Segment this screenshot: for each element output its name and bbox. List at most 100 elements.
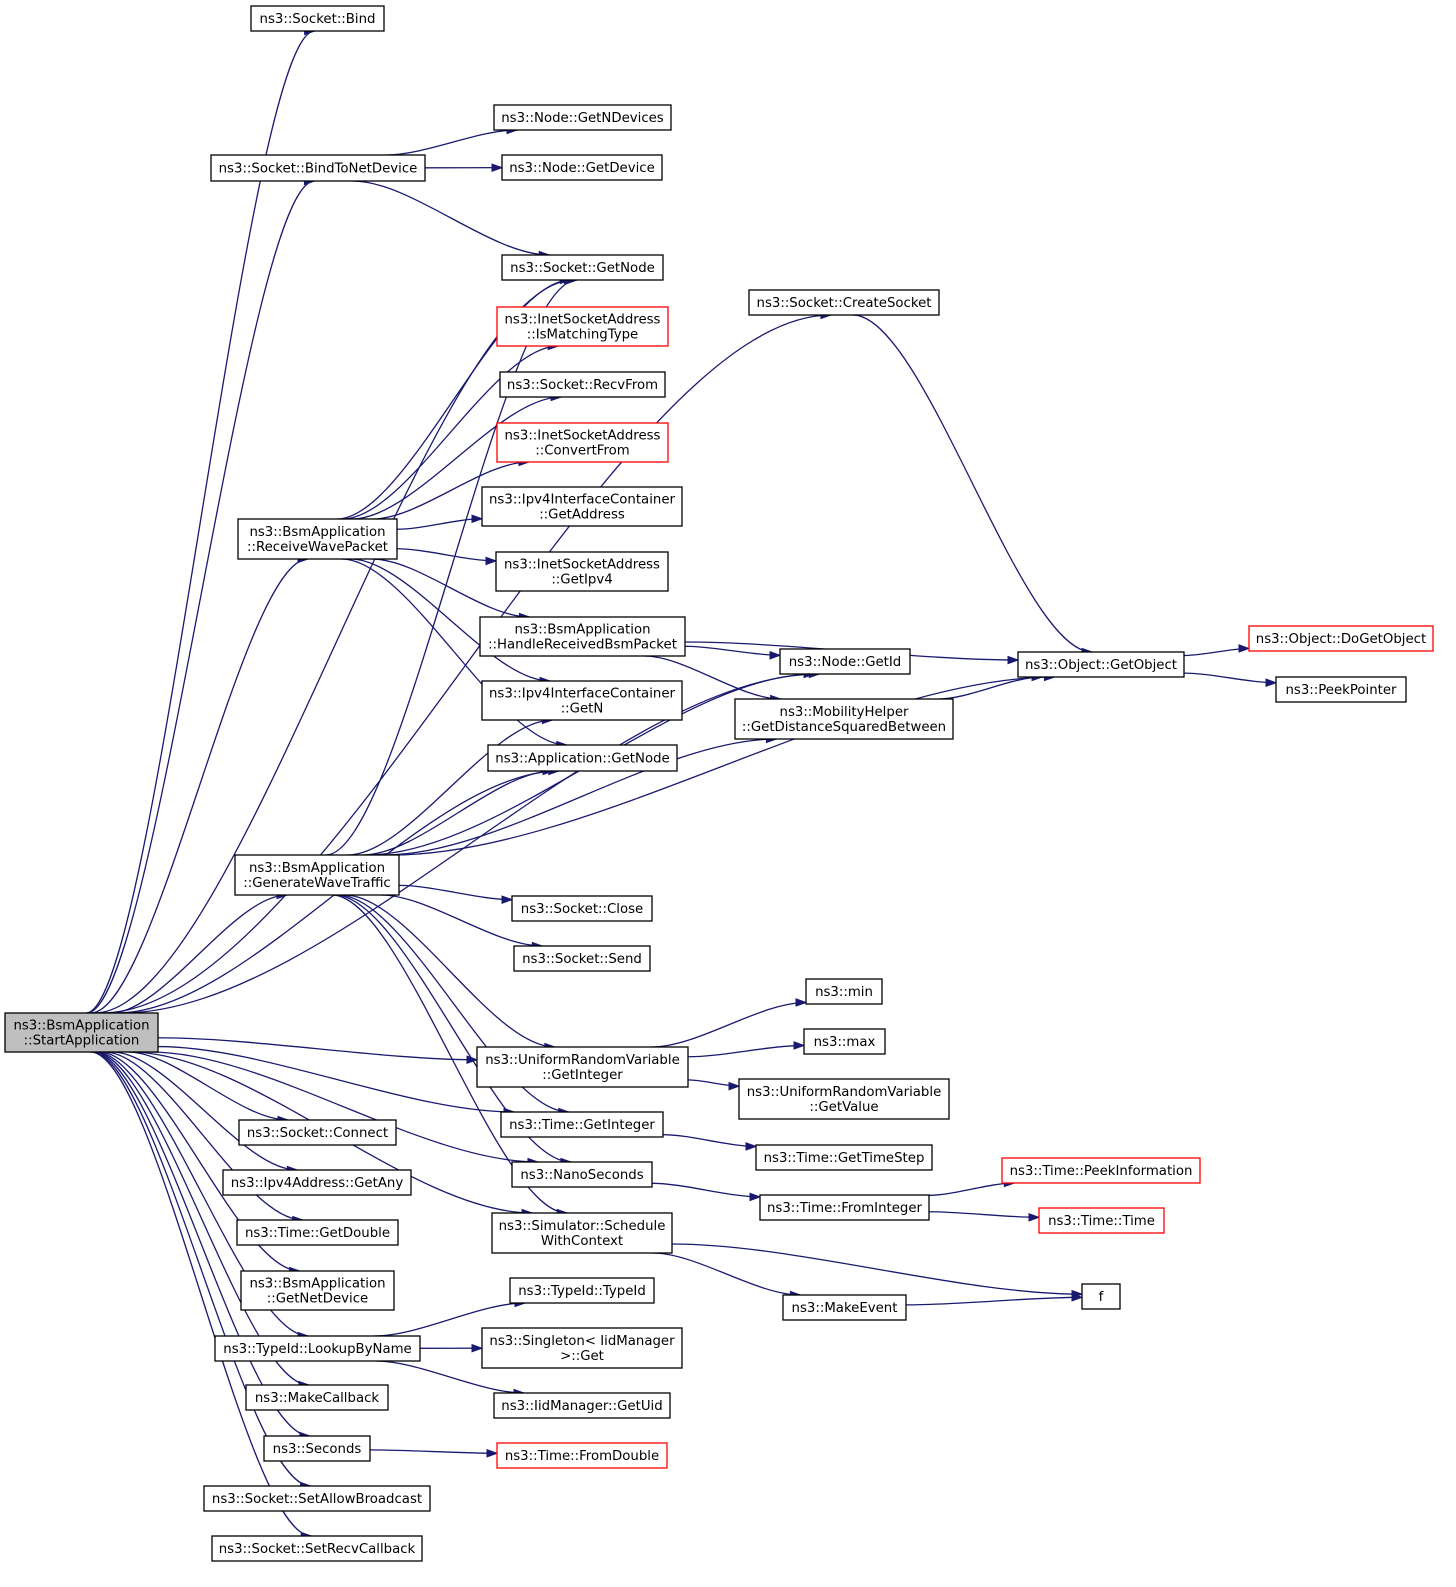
- edge-startapp-to-getdouble: [104, 1051, 303, 1221]
- node-box: [1275, 676, 1407, 703]
- node-bind[interactable]: ns3::Socket::Bind: [250, 5, 385, 32]
- node-setallowbc[interactable]: ns3::Socket::SetAllowBroadcast: [203, 1485, 431, 1512]
- edge-startapp-to-nodegetid: [121, 673, 820, 1014]
- node-label-line: ::GetDistanceSquaredBetween: [742, 720, 946, 735]
- edge-startapp-to-seconds: [92, 1051, 310, 1437]
- node-label-line: ::GetN: [561, 702, 604, 717]
- edge-schedule-to-makeevent: [652, 1252, 801, 1296]
- arrowhead-gettimestep: [745, 1142, 758, 1151]
- node-lookupbyname[interactable]: ns3::TypeId::LookupByName: [214, 1335, 421, 1362]
- node-getobject[interactable]: ns3::Object::GetObject: [1017, 651, 1185, 678]
- node-label-line: ns3::Socket::Close: [521, 902, 643, 917]
- edge-createsocket-to-getobject: [852, 314, 1093, 653]
- node-dogetobject[interactable]: ns3::Object::DoGetObject: [1248, 625, 1434, 652]
- node-box: [250, 5, 385, 32]
- node-fromdouble[interactable]: ns3::Time::FromDouble: [496, 1442, 668, 1469]
- node-peekinfo[interactable]: ns3::Time::PeekInformation: [1001, 1157, 1201, 1184]
- node-f[interactable]: f: [1081, 1283, 1121, 1310]
- node-receivewave[interactable]: ns3::BsmApplication::ReceiveWavePacket: [237, 518, 398, 560]
- node-box: [803, 1028, 886, 1055]
- node-label-line: ns3::Socket::GetNode: [510, 261, 655, 276]
- edge-generatewave-to-send: [380, 894, 543, 947]
- node-label-line: ns3::UniformRandomVariable: [747, 1085, 942, 1100]
- node-urvgetval[interactable]: ns3::UniformRandomVariable::GetValue: [738, 1078, 950, 1120]
- edge-handlebsm-to-mobility: [644, 655, 781, 700]
- arrowhead-timetime: [1028, 1213, 1041, 1222]
- node-generatewave[interactable]: ns3::BsmApplication::GenerateWaveTraffic: [234, 854, 400, 896]
- edge-startapp-to-nanoseconds: [150, 1051, 538, 1163]
- node-label-line: ns3::InetSocketAddress: [505, 313, 661, 328]
- edge-startapp-to-bind: [85, 30, 315, 1014]
- node-setrecvcb[interactable]: ns3::Socket::SetRecvCallback: [211, 1535, 423, 1562]
- node-convertfrom[interactable]: ns3::InetSocketAddress::ConvertFrom: [496, 422, 669, 463]
- node-getdouble[interactable]: ns3::Time::GetDouble: [236, 1219, 399, 1246]
- node-makeevent[interactable]: ns3::MakeEvent: [782, 1294, 907, 1321]
- node-getany[interactable]: ns3::Ipv4Address::GetAny: [222, 1169, 412, 1196]
- node-ismatching[interactable]: ns3::InetSocketAddress::IsMatchingType: [496, 306, 669, 347]
- node-connect[interactable]: ns3::Socket::Connect: [238, 1119, 397, 1146]
- node-gettimestep[interactable]: ns3::Time::GetTimeStep: [755, 1144, 933, 1171]
- arrowhead-getobject: [1007, 655, 1020, 665]
- node-getdevice[interactable]: ns3::Node::GetDevice: [501, 154, 663, 181]
- node-iidgetuid[interactable]: ns3::IidManager::GetUid: [493, 1392, 671, 1419]
- node-recvfrom[interactable]: ns3::Socket::RecvFrom: [499, 371, 666, 398]
- node-box: [481, 680, 683, 721]
- node-close[interactable]: ns3::Socket::Close: [511, 895, 653, 922]
- node-ipv4getn[interactable]: ns3::Ipv4InterfaceContainer::GetN: [481, 680, 683, 721]
- node-box: [481, 486, 683, 527]
- node-timetime[interactable]: ns3::Time::Time: [1038, 1207, 1165, 1234]
- node-urvgetint[interactable]: ns3::UniformRandomVariable::GetInteger: [476, 1046, 689, 1088]
- edge-startapp-to-generatewave: [110, 894, 288, 1014]
- node-frominteger[interactable]: ns3::Time::FromInteger: [759, 1194, 930, 1221]
- node-label-line: ns3::Simulator::Schedule: [499, 1219, 666, 1234]
- node-handlebsm[interactable]: ns3::BsmApplication::HandleReceivedBsmPa…: [479, 616, 686, 657]
- node-box: [211, 1535, 423, 1562]
- node-label-line: ns3::TypeId::LookupByName: [223, 1342, 411, 1357]
- node-box: [511, 1161, 653, 1188]
- node-bindtonet[interactable]: ns3::Socket::BindToNetDevice: [210, 154, 426, 182]
- node-label-line: ns3::IidManager::GetUid: [501, 1399, 662, 1414]
- edge-nanoseconds-to-frominteger: [651, 1182, 761, 1198]
- node-min[interactable]: ns3::min: [805, 978, 883, 1005]
- node-label-line: ns3::Socket::Bind: [260, 12, 376, 27]
- node-label-line: ns3::Socket::SetRecvCallback: [219, 1542, 416, 1557]
- node-max[interactable]: ns3::max: [803, 1028, 886, 1055]
- node-label-line: ns3::Ipv4InterfaceContainer: [489, 687, 676, 702]
- node-appgetnode[interactable]: ns3::Application::GetNode: [487, 744, 678, 772]
- node-getndevices[interactable]: ns3::Node::GetNDevices: [493, 104, 672, 131]
- edge-urvgetint-to-max: [687, 1044, 805, 1058]
- node-peekpointer[interactable]: ns3::PeekPointer: [1275, 676, 1407, 703]
- node-sockgetnode[interactable]: ns3::Socket::GetNode: [501, 254, 664, 281]
- node-createsocket[interactable]: ns3::Socket::CreateSocket: [748, 289, 940, 316]
- node-send[interactable]: ns3::Socket::Send: [513, 945, 651, 972]
- node-makecallback[interactable]: ns3::MakeCallback: [245, 1384, 389, 1411]
- edge-startapp-to-receivewave: [90, 558, 308, 1014]
- edge-seconds-to-fromdouble: [369, 1449, 498, 1454]
- node-nanoseconds[interactable]: ns3::NanoSeconds: [511, 1161, 653, 1188]
- node-label-line: ns3::Socket::RecvFrom: [507, 378, 658, 393]
- edge-startapp-to-bindtonet: [86, 180, 315, 1014]
- node-singletonget[interactable]: ns3::Singleton< IidManager>::Get: [481, 1327, 683, 1369]
- edge-lookupbyname-to-iidgetuid: [375, 1360, 524, 1394]
- arrowhead-fromdouble: [486, 1448, 499, 1458]
- node-startapp[interactable]: ns3::BsmApplication::StartApplication: [4, 1012, 159, 1053]
- node-box: [495, 551, 669, 592]
- node-label-line: ns3::MakeCallback: [255, 1391, 380, 1406]
- node-timegetint[interactable]: ns3::Time::GetInteger: [500, 1111, 664, 1138]
- node-getnetdevice[interactable]: ns3::BsmApplication::GetNetDevice: [240, 1270, 395, 1311]
- node-ipv4getaddr[interactable]: ns3::Ipv4InterfaceContainer::GetAddress: [481, 486, 683, 527]
- node-nodegetid[interactable]: ns3::Node::GetId: [779, 648, 911, 675]
- node-typeidtypeid[interactable]: ns3::TypeId::TypeId: [509, 1277, 655, 1304]
- node-box: [1248, 625, 1434, 652]
- node-getipv4[interactable]: ns3::InetSocketAddress::GetIpv4: [495, 551, 669, 592]
- node-seconds[interactable]: ns3::Seconds: [263, 1435, 371, 1462]
- edge-frominteger-to-peekinfo: [928, 1182, 1015, 1196]
- node-label-line: >::Get: [560, 1349, 604, 1364]
- node-label-line: ::ReceiveWavePacket: [247, 540, 388, 555]
- node-mobility[interactable]: ns3::MobilityHelper::GetDistanceSquaredB…: [734, 698, 954, 740]
- arrowhead-nodegetid: [769, 650, 782, 660]
- node-box: [236, 1219, 399, 1246]
- edge-generatewave-to-mobility: [384, 738, 777, 856]
- edge-startapp-to-connect: [127, 1051, 289, 1121]
